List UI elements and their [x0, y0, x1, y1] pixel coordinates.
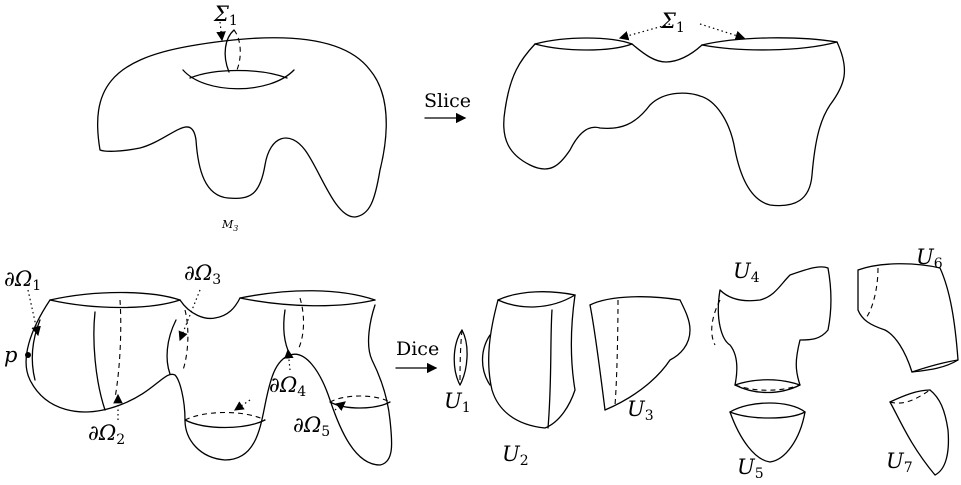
piece-u1	[454, 330, 467, 385]
u6-label: U6	[916, 245, 943, 272]
boundary-omega-3-label: ∂Ω3	[184, 261, 221, 288]
boundary-omega-4-label: ∂Ω4	[269, 373, 306, 400]
sigma-1-label-top-right: Σ1	[660, 9, 685, 36]
sliced-surface	[504, 24, 845, 206]
piece-u3	[590, 297, 690, 410]
boundary-omega-1-label: ∂Ω1	[4, 267, 41, 294]
manifold-m3	[98, 22, 387, 217]
piece-u4	[712, 267, 831, 393]
boundary-omega-5-label: ∂Ω5	[293, 413, 330, 440]
slice-label: Slice	[424, 90, 471, 112]
piece-u2	[483, 292, 576, 428]
partitioned-surface	[25, 290, 392, 465]
piece-u6	[858, 264, 958, 372]
u5-label: U5	[737, 455, 764, 482]
sigma-1-label-top-left: Σ1	[213, 2, 238, 29]
point-p-label: p	[4, 343, 17, 367]
piece-u5	[730, 403, 805, 462]
m3-label: M3	[221, 218, 238, 233]
boundary-omega-2-label: ∂Ω2	[88, 421, 125, 448]
u4-label: U4	[733, 259, 760, 286]
u2-label: U2	[502, 442, 529, 469]
u7-label: U7	[886, 449, 913, 476]
u3-label: U3	[627, 397, 654, 424]
dice-label: Dice	[396, 338, 439, 360]
u1-label: U1	[444, 389, 471, 416]
